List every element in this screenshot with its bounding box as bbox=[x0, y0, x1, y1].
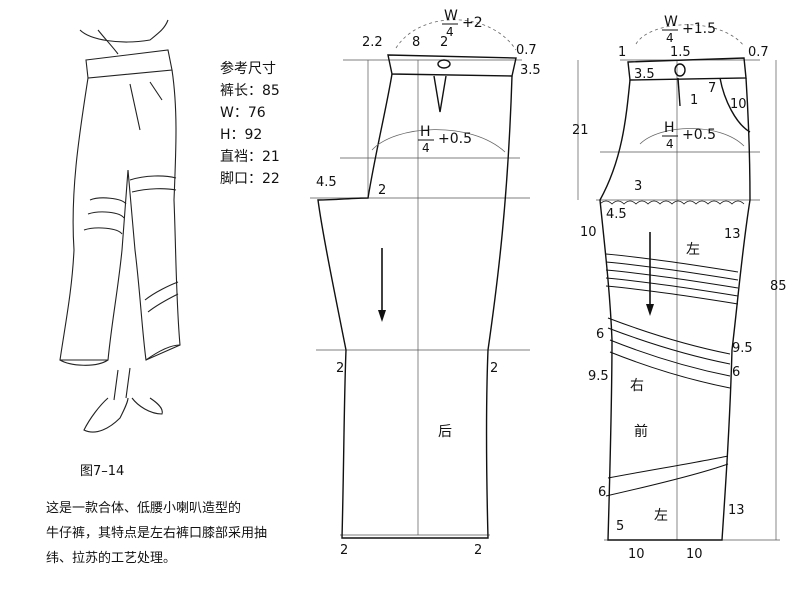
back-waist-formula-plus: +2 bbox=[462, 15, 483, 31]
front-dim-1-fly: 1 bbox=[690, 93, 698, 108]
front-dim-4-5: 4.5 bbox=[606, 207, 627, 222]
front-label-left-top: 左 bbox=[686, 242, 700, 258]
back-waist-formula-w: W bbox=[444, 8, 458, 24]
front-label-right: 右 bbox=[630, 378, 644, 394]
back-hip-formula-h: H bbox=[420, 124, 431, 140]
back-dim-2-2: 2.2 bbox=[362, 35, 383, 50]
front-label-left-bottom: 左 bbox=[654, 508, 668, 524]
front-dim-6-low: 6 bbox=[598, 485, 606, 500]
back-waistband bbox=[387, 54, 517, 77]
front-dim-0-7: 0.7 bbox=[748, 45, 769, 60]
back-waist-formula-den: 4 bbox=[446, 25, 454, 39]
front-hip-formula-den: 4 bbox=[666, 137, 674, 151]
front-dim-5: 5 bbox=[616, 519, 624, 534]
front-outline bbox=[599, 77, 751, 541]
front-dim-3: 3 bbox=[634, 179, 642, 194]
front-dim-7: 7 bbox=[708, 81, 716, 96]
front-dim-85: 85 bbox=[770, 279, 787, 294]
spec-title: 参考尺寸 bbox=[220, 61, 276, 77]
spec-hem: 脚口：22 bbox=[220, 171, 280, 187]
front-waist-formula-plus: +1.5 bbox=[682, 21, 716, 37]
back-dim-2-hem-right: 2 bbox=[474, 543, 482, 558]
front-dim-10-hem-left: 10 bbox=[628, 547, 645, 562]
back-dim-2-hem-left: 2 bbox=[340, 543, 348, 558]
back-dim-4-5: 4.5 bbox=[316, 175, 337, 190]
front-dim-10-side: 10 bbox=[580, 225, 597, 240]
front-dim-9-5-left: 9.5 bbox=[588, 369, 609, 384]
back-dim-2-dart: 2 bbox=[440, 35, 448, 50]
back-outline bbox=[317, 73, 513, 539]
description-line-2: 牛仔裤，其特点是左右裤口膝部采用抽 bbox=[46, 526, 268, 541]
back-pattern bbox=[310, 19, 530, 539]
back-dim-2-knee-right: 2 bbox=[490, 361, 498, 376]
front-label-front: 前 bbox=[634, 423, 648, 440]
front-waist-formula-w: W bbox=[664, 14, 678, 30]
front-waist-formula-den: 4 bbox=[666, 31, 674, 45]
back-dim-2-knee-left: 2 bbox=[336, 361, 344, 376]
front-hip-formula-h: H bbox=[664, 120, 675, 136]
front-dim-6-left: 6 bbox=[596, 327, 604, 342]
front-dim-1-5: 1.5 bbox=[670, 45, 691, 60]
spec-waist: W：76 bbox=[220, 105, 266, 121]
front-dim-13-low: 13 bbox=[728, 503, 745, 518]
back-dim-2-crotch: 2 bbox=[378, 183, 386, 198]
description-line-3: 纬、拉苏的工艺处理。 bbox=[46, 551, 177, 566]
description-line-1: 这是一款合体、低腰小喇叭造型的 bbox=[46, 501, 242, 516]
jeans-sketch bbox=[59, 19, 181, 433]
front-dim-6-right: 6 bbox=[732, 365, 740, 380]
back-dim-8: 8 bbox=[412, 35, 420, 50]
front-dim-9-5-right: 9.5 bbox=[732, 341, 753, 356]
front-dim-10-pocket: 10 bbox=[730, 97, 747, 112]
front-dim-13-side: 13 bbox=[724, 227, 741, 242]
front-dim-10-hem-right: 10 bbox=[686, 547, 703, 562]
back-dimension-labels: W 4 +2 H 4 +0.5 2.2 8 2 0.7 3.5 4.5 2 2 … bbox=[316, 8, 541, 558]
back-hip-formula-den: 4 bbox=[422, 141, 430, 155]
back-piece-label: 后 bbox=[438, 424, 452, 440]
spec-crotch-depth: 直裆：21 bbox=[220, 149, 280, 165]
back-dim-3-5: 3.5 bbox=[520, 63, 541, 78]
front-dim-3-5: 3.5 bbox=[634, 67, 655, 82]
spec-length: 裤长：85 bbox=[220, 83, 280, 99]
spec-hip: H：92 bbox=[220, 127, 263, 143]
front-dim-21: 21 bbox=[572, 123, 589, 138]
front-dimension-labels: W 4 +1.5 H 4 +0.5 1 1.5 0.7 3.5 1 7 10 2… bbox=[572, 14, 787, 562]
back-dim-0-7: 0.7 bbox=[516, 43, 537, 58]
front-dim-1-top: 1 bbox=[618, 45, 626, 60]
front-hip-formula-plus: +0.5 bbox=[682, 127, 716, 143]
front-pattern bbox=[577, 24, 780, 541]
back-hip-formula-plus: +0.5 bbox=[438, 131, 472, 147]
figure-caption: 图7–14 bbox=[80, 464, 125, 479]
